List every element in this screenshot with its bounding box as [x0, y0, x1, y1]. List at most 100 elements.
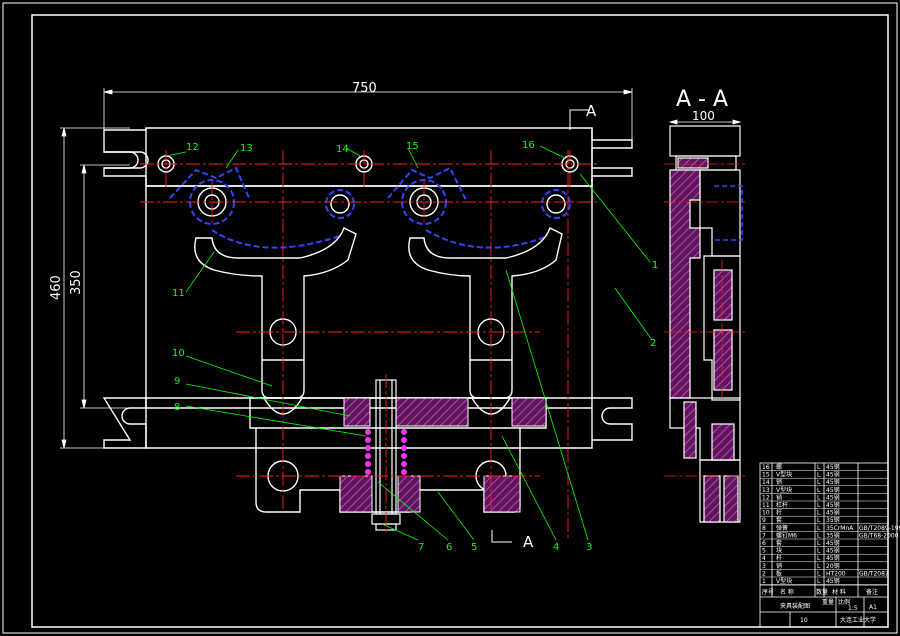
part-label-14: 14	[336, 144, 349, 155]
header-note: 备注	[866, 588, 878, 596]
table-cell-name: V型块	[776, 486, 792, 494]
table-cell-no: 1	[762, 578, 766, 585]
header-name: 名 称	[780, 588, 794, 596]
table-cell-qty: L	[817, 532, 821, 539]
part-label-8: 8	[174, 402, 180, 413]
table-cell-name: 螺	[776, 463, 782, 471]
part-label-6: 6	[446, 542, 452, 553]
part-label-9: 9	[174, 376, 180, 387]
v-block-right	[387, 166, 571, 249]
section-markers	[491, 109, 590, 543]
dim-height-inner-text: 350	[69, 270, 84, 295]
dim-height-outer-text: 460	[49, 275, 64, 300]
table-cell-no: 6	[762, 540, 766, 547]
table-cell-note: GB/T2087	[859, 570, 889, 577]
table-cell-mat: 45钢	[826, 539, 840, 547]
table-cell-mat: 45钢	[826, 486, 840, 494]
part-label-11: 11	[172, 288, 185, 299]
table-cell-qty: L	[817, 510, 821, 517]
school-name: 大连工业大学	[840, 616, 876, 624]
table-cell-no: 12	[762, 494, 770, 501]
table-cell-mat: 35钢	[826, 516, 840, 524]
table-cell-qty: L	[817, 578, 821, 585]
table-cell-name: 销	[776, 478, 782, 486]
table-cell-no: 11	[762, 502, 770, 509]
table-cell-no: 15	[762, 472, 770, 479]
table-cell-no: 16	[762, 464, 770, 471]
table-cell-name: 螺钉M6	[776, 531, 797, 539]
part-label-16: 16	[522, 140, 535, 151]
v-block-left	[169, 166, 355, 249]
table-cell-no: 3	[762, 563, 766, 570]
part-label-4: 4	[553, 542, 559, 553]
table-cell-qty: L	[817, 548, 821, 555]
table-cell-name: 杆	[776, 509, 782, 517]
title-block	[759, 462, 889, 628]
hatched-sections	[339, 397, 547, 513]
part-label-7: 7	[418, 542, 424, 553]
section-view-hidden	[714, 185, 743, 241]
table-cell-name: 销	[776, 493, 782, 501]
part-label-12: 12	[186, 142, 199, 153]
inner-frame	[31, 14, 889, 628]
table-cell-no: 5	[762, 548, 766, 555]
sheet-size: A1	[869, 604, 877, 611]
table-cell-name: 套	[776, 539, 782, 547]
table-cell-name: 杆	[776, 554, 782, 562]
drawing-name: 夹具装配图	[780, 602, 810, 610]
table-cell-qty: L	[817, 540, 821, 547]
table-cell-name: 销	[776, 562, 782, 570]
table-cell-name: V型块	[776, 471, 792, 479]
table-cell-name: 套	[776, 516, 782, 524]
table-cell-qty: L	[817, 517, 821, 524]
table-cell-name: 杠杆	[776, 501, 788, 509]
table-cell-qty: L	[817, 472, 821, 479]
table-cell-note: GB/T68-2000	[859, 532, 899, 539]
table-cell-mat: 45钢	[826, 554, 840, 562]
table-cell-no: 9	[762, 517, 766, 524]
part-label-5: 5	[471, 542, 477, 553]
table-cell-qty: L	[817, 487, 821, 494]
table-cell-no: 13	[762, 487, 770, 494]
table-cell-mat: 45钢	[826, 547, 840, 555]
header-no: 序号	[762, 588, 774, 596]
table-cell-no: 7	[762, 532, 766, 539]
table-cell-qty: L	[817, 502, 821, 509]
title-block-header: 序号 名 称 数量 材 料 备注	[762, 588, 878, 596]
table-cell-no: 14	[762, 479, 770, 486]
table-cell-qty: L	[817, 464, 821, 471]
table-cell-qty: L	[817, 494, 821, 501]
table-cell-mat: 35CrMnA	[826, 525, 854, 532]
part-label-10: 10	[172, 348, 185, 359]
section-width-text: 100	[692, 109, 715, 123]
table-cell-note: GB/T2089-1994	[859, 525, 900, 532]
scale-value: 1:5	[848, 605, 858, 612]
table-cell-name: 板	[776, 569, 782, 577]
dim-width-text: 750	[352, 81, 377, 96]
table-cell-no: 2	[762, 570, 766, 577]
part-label-15: 15	[406, 141, 419, 152]
section-title: A - A	[676, 87, 728, 112]
table-cell-name: V型块	[776, 577, 792, 585]
section-mark-top: A	[586, 102, 597, 120]
part-label-13: 13	[240, 143, 253, 154]
table-cell-mat: 45钢	[826, 463, 840, 471]
weight-label: 重量	[822, 598, 834, 606]
header-qty: 数量	[816, 588, 828, 596]
table-cell-no: 8	[762, 525, 766, 532]
table-cell-name: 弹簧	[776, 524, 788, 532]
table-cell-mat: 45钢	[826, 493, 840, 501]
table-cell-qty: L	[817, 570, 821, 577]
section-view	[669, 125, 741, 523]
part-label-2: 2	[650, 338, 656, 349]
dimension-height-inner	[80, 164, 130, 409]
table-cell-mat: 35钢	[826, 531, 840, 539]
table-cell-qty: L	[817, 525, 821, 532]
table-cell-mat: 45钢	[826, 509, 840, 517]
table-cell-mat: 45钢	[826, 577, 840, 585]
table-cell-mat: HT200	[826, 570, 846, 577]
